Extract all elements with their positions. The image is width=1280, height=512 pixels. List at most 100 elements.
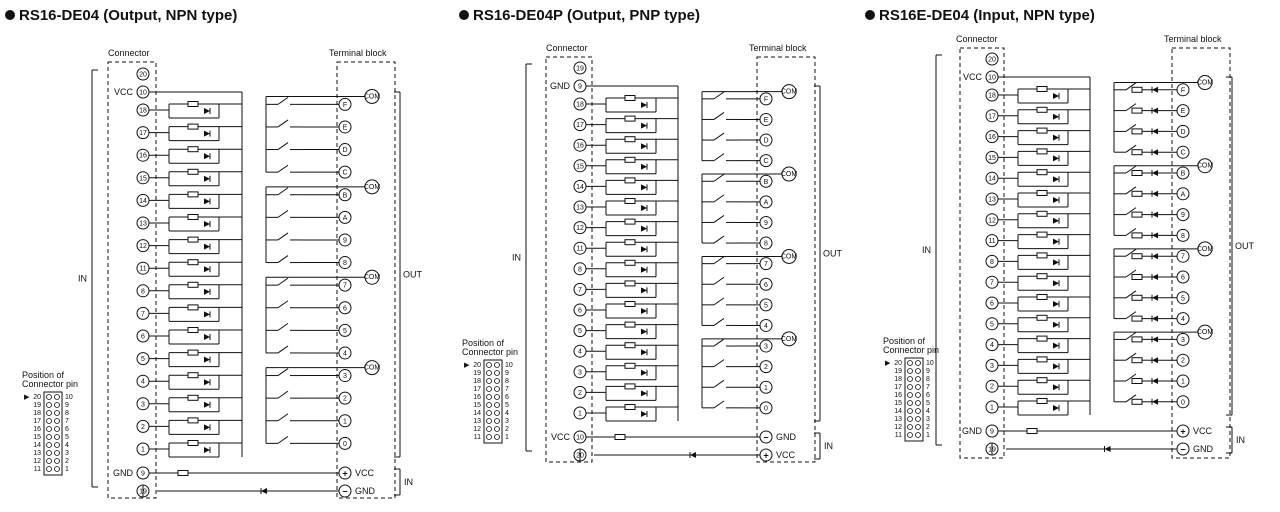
terminal-letter: D	[763, 138, 768, 145]
com-label: COM	[781, 89, 798, 96]
diode-symbol	[1151, 86, 1158, 93]
com-terminal: COM	[781, 248, 797, 264]
pin-number: 17	[139, 130, 147, 137]
terminal-signal: F	[338, 97, 352, 111]
power-terminal-label: GND	[355, 486, 376, 496]
pin-hole	[915, 376, 921, 382]
pin-left-number: 11	[474, 434, 481, 441]
connector-box	[959, 47, 1005, 459]
pin-number: 10	[988, 75, 996, 82]
connector-pin-signal: 8	[573, 262, 587, 276]
connector-pin-signal: 1	[136, 442, 150, 456]
pin-left-number: 16	[473, 394, 481, 401]
power-terminal: +	[1176, 424, 1190, 438]
resistor-symbol	[1131, 294, 1143, 301]
terminal-signal: 3	[759, 339, 773, 353]
diode-body	[1053, 238, 1059, 245]
terminal-block-box	[756, 56, 816, 463]
contact-blade	[1125, 290, 1137, 299]
resistor-symbol	[1036, 377, 1048, 384]
relay-contact-symbol	[702, 153, 738, 162]
resistor-symbol	[624, 95, 636, 101]
contact-blade	[277, 368, 289, 376]
contact-blade	[713, 132, 725, 141]
pin-right-number: 9	[505, 370, 509, 377]
diode-symbol	[1151, 128, 1158, 135]
terminal-letter: 7	[343, 283, 347, 290]
resistor-symbol	[1036, 190, 1048, 196]
pin-hole	[54, 458, 60, 464]
pin-number: 6	[141, 334, 145, 341]
terminal-signal: 8	[759, 236, 773, 250]
diode-symbol	[641, 225, 648, 232]
signal-row: 65	[573, 297, 773, 319]
resistor-symbol	[624, 321, 636, 328]
pin-left-number: 18	[33, 410, 41, 417]
pin-number: 20	[139, 72, 147, 79]
connector-pin-power: 9	[985, 424, 999, 438]
diode-symbol	[641, 369, 648, 376]
diode-symbol	[1053, 93, 1060, 99]
terminal-letter: 1	[343, 418, 347, 425]
connector-pin-signal: 6	[136, 329, 150, 343]
signal-row: 13A	[573, 194, 773, 216]
power-terminal: −	[338, 484, 352, 498]
terminal-letter: 2	[343, 396, 347, 403]
power-terminal: −	[1176, 442, 1190, 456]
pin-right-number: 3	[65, 450, 69, 457]
pin-position-title: Connector pin	[883, 345, 939, 355]
power-in-label: IN	[1236, 435, 1245, 445]
pin-number: 2	[990, 384, 994, 391]
resistor-symbol	[1131, 149, 1143, 156]
diode-body	[204, 424, 210, 431]
diode-symbol	[204, 447, 211, 453]
pin-hole	[46, 442, 52, 448]
diode-body	[1053, 363, 1059, 370]
com-label: COM	[364, 93, 381, 100]
terminal-letter: 5	[343, 328, 347, 335]
diode-symbol	[1053, 301, 1060, 307]
relay-contact-symbol	[266, 413, 302, 422]
resistor-symbol	[624, 136, 636, 143]
terminal-signal: 6	[1176, 270, 1190, 284]
contact-blade	[277, 413, 289, 422]
pin-number: 16	[139, 153, 147, 160]
com-terminal: COM	[1197, 324, 1213, 340]
signal-row: 76	[136, 300, 352, 322]
terminal-signal: E	[338, 120, 352, 134]
resistor-symbol	[187, 327, 199, 333]
diagram-title: RS16E-DE04 (Input, NPN type)	[865, 7, 1095, 24]
pin-number: 19	[576, 66, 584, 73]
title-bullet-icon	[459, 10, 469, 20]
pin-number: 11	[576, 246, 583, 253]
diode-body	[204, 401, 210, 408]
pin-number: 9	[990, 429, 994, 436]
terminal-signal: A	[1176, 187, 1190, 201]
pin-number: 14	[988, 176, 996, 183]
diode-body	[204, 108, 210, 114]
contact-blade	[713, 235, 725, 244]
power-terminal-label: VCC	[1193, 426, 1213, 436]
contact-blade	[277, 390, 289, 399]
resistor-symbol	[187, 394, 199, 401]
terminal-letter: 7	[764, 261, 768, 268]
pin-position-title: Connector pin	[22, 379, 78, 389]
terminal-letter: 4	[1181, 316, 1185, 323]
terminal-letter: 8	[1181, 233, 1185, 240]
diode-symbol	[641, 143, 648, 150]
diode-symbol	[641, 308, 648, 314]
relay-contact-symbol	[702, 359, 738, 368]
diode-body	[1152, 149, 1158, 156]
pin-left-number: 17	[473, 386, 481, 393]
relay-contact-symbol	[702, 338, 738, 347]
connector-pin-signal: 16	[573, 138, 587, 152]
diode-body	[641, 225, 647, 232]
connector-pin-signal: 15	[136, 171, 150, 185]
signal-row: 54	[985, 311, 1190, 333]
pin-left-number: 11	[34, 466, 41, 473]
terminal-signal: 1	[338, 414, 352, 428]
connector-pin-signal: 13	[985, 192, 999, 206]
pin-left-number: 17	[33, 418, 41, 425]
terminal-letter: 3	[1181, 337, 1185, 344]
